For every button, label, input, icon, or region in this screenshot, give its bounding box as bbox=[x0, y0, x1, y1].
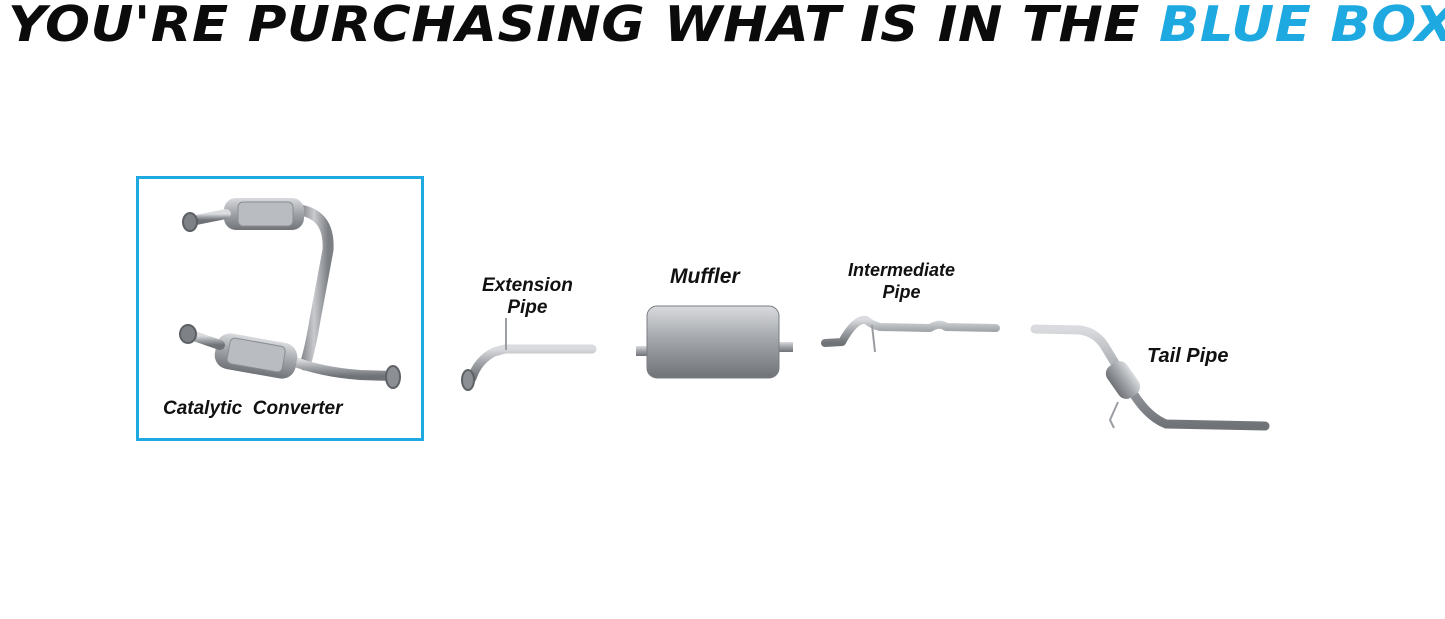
tail-pipe-label: Tail Pipe bbox=[1147, 345, 1229, 367]
muffler-icon bbox=[636, 305, 793, 379]
headline-prefix: YOU'RE PURCHASING WHAT IS IN THE bbox=[8, 0, 1159, 53]
headline-highlight: BLUE BOX bbox=[1158, 0, 1445, 53]
extension-pipe-label: Extension Pipe bbox=[482, 275, 573, 319]
extension-pipe-line2: Pipe bbox=[507, 297, 548, 318]
catalytic-converter-icon bbox=[179, 198, 401, 389]
intermediate-pipe-label: Intermediate Pipe bbox=[848, 259, 955, 303]
tail-pipe-text: Tail Pipe bbox=[1147, 345, 1229, 367]
headline: YOU'RE PURCHASING WHAT IS IN THE BLUE BO… bbox=[8, 0, 1445, 54]
intermediate-pipe-line1: Intermediate bbox=[848, 260, 956, 280]
muffler-label: Muffler bbox=[670, 266, 740, 288]
blue-box-highlight bbox=[136, 176, 424, 441]
extension-pipe-line1: Extension bbox=[482, 275, 573, 296]
extension-pipe-icon bbox=[461, 318, 597, 391]
tail-pipe-icon bbox=[1030, 324, 1270, 431]
catalytic-converter-label: Catalytic Converter bbox=[163, 398, 343, 420]
muffler-text: Muffler bbox=[670, 265, 740, 288]
intermediate-pipe-icon bbox=[821, 315, 1000, 353]
intermediate-pipe-line2: Pipe bbox=[882, 282, 921, 302]
catalytic-converter-text: Catalytic Converter bbox=[163, 398, 343, 419]
